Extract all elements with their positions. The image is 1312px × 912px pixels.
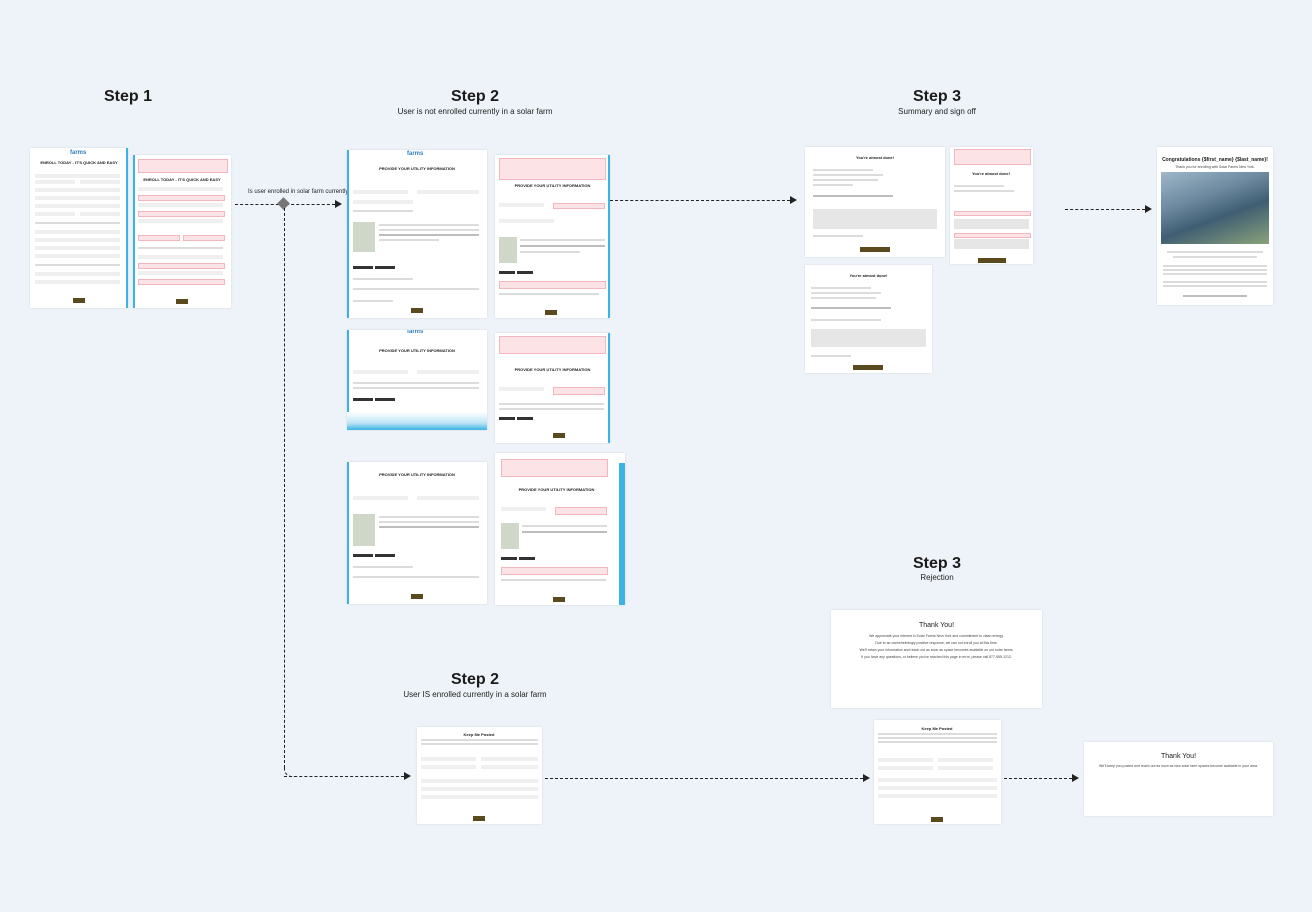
- enroll-form-card: farms ENROLL TODAY - IT'S QUICK AND EASY: [30, 148, 128, 308]
- next-button-2[interactable]: [176, 299, 188, 304]
- utility-title-4: PROVIDE YOUR UTILITY INFORMATION: [514, 367, 591, 372]
- rejection-line-3: We'll retain your information and reach …: [859, 648, 1014, 652]
- utility-card-3-error: PROVIDE YOUR UTILITY INFORMATION: [495, 453, 625, 605]
- utility-title-5: PROVIDE YOUR UTILITY INFORMATION: [379, 472, 455, 477]
- step3b-title: Step 3: [912, 555, 961, 572]
- complete-button-3[interactable]: [853, 365, 883, 370]
- submit-button-1[interactable]: [473, 816, 485, 821]
- next-button[interactable]: [73, 298, 85, 303]
- almost-done-card-2: You're almost done!: [805, 265, 932, 373]
- utility-title-1: PROVIDE YOUR UTILITY INFORMATION: [379, 166, 455, 171]
- keep-posted-title-1: Keep Me Posted: [463, 732, 495, 737]
- next-button-6[interactable]: [553, 433, 565, 438]
- rejection-line-1: We appreciate your interest in Solar Far…: [869, 634, 1004, 638]
- enroll-title-2: ENROLL TODAY - IT'S QUICK AND EASY: [143, 177, 221, 182]
- almost-done-title-3: You're almost done!: [849, 273, 888, 278]
- submit-button-2[interactable]: [931, 817, 943, 822]
- congrats-card: Congratulations {$first_name} {$last_nam…: [1157, 147, 1273, 305]
- utility-card-1: farms PROVIDE YOUR UTILITY INFORMATION: [347, 150, 487, 318]
- farms-logo-3: farms: [407, 330, 424, 335]
- keep-posted-title-2: Keep Me Posted: [921, 726, 953, 731]
- farms-logo: farms: [70, 150, 87, 156]
- next-button-7[interactable]: [411, 594, 423, 599]
- almost-done-title-1: You're almost done!: [856, 155, 894, 160]
- almost-done-title-2: You're almost done!: [972, 171, 1010, 176]
- thank-you-heading: Thank You!: [1160, 753, 1197, 760]
- rejection-heading: Thank You!: [918, 622, 955, 629]
- step3a-subtitle: Summary and sign off: [898, 107, 976, 116]
- rejection-line-4: If you have any questions, or believe yo…: [861, 655, 1012, 659]
- thank-you-line: We'll keep you posted and reach out as s…: [1099, 764, 1258, 768]
- congrats-subtitle: Thank you for enrolling with Solar Farms…: [1175, 165, 1255, 169]
- solar-photo: [1161, 172, 1269, 244]
- enroll-title: ENROLL TODAY - IT'S QUICK AND EASY: [40, 160, 118, 165]
- keep-posted-card-1: Keep Me Posted: [417, 727, 542, 824]
- utility-card-2-error: PROVIDE YOUR UTILITY INFORMATION: [495, 333, 610, 443]
- keep-posted-card-2: Keep Me Posted: [874, 720, 1001, 824]
- step2a-title: Step 2: [450, 88, 499, 105]
- next-button-8[interactable]: [553, 597, 565, 602]
- utility-title-3: PROVIDE YOUR UTILITY INFORMATION: [379, 348, 455, 353]
- almost-done-card-1: You're almost done!: [805, 147, 945, 257]
- utility-title-6: PROVIDE YOUR UTILITY INFORMATION: [518, 487, 595, 492]
- utility-card-3: PROVIDE YOUR UTILITY INFORMATION: [347, 462, 487, 604]
- utility-card-1-error: PROVIDE YOUR UTILITY INFORMATION: [495, 155, 610, 318]
- next-button-3[interactable]: [411, 308, 423, 313]
- thank-you-card: Thank You! We'll keep you posted and rea…: [1084, 742, 1273, 816]
- step2b-title: Step 2: [450, 671, 499, 688]
- step3a-title: Step 3: [912, 88, 961, 105]
- complete-button-2[interactable]: [978, 258, 1006, 263]
- rejection-card: Thank You! We appreciate your interest i…: [831, 610, 1042, 708]
- rejection-line-2: Due to an overwhelmingly positive respon…: [875, 641, 998, 645]
- next-button-4[interactable]: [545, 310, 557, 315]
- step2a-subtitle: User is not enrolled currently in a sola…: [397, 107, 553, 116]
- complete-button-1[interactable]: [860, 247, 890, 252]
- congrats-title: Congratulations {$first_name} {$last_nam…: [1162, 157, 1268, 163]
- step2b-subtitle: User IS enrolled currently in a solar fa…: [403, 690, 547, 699]
- utility-title-2: PROVIDE YOUR UTILITY INFORMATION: [514, 183, 591, 188]
- step3b-subtitle: Rejection: [920, 573, 954, 582]
- utility-card-2: farms PROVIDE YOUR UTILITY INFORMATION: [347, 330, 487, 430]
- enroll-form-error-card: ENROLL TODAY - IT'S QUICK AND EASY: [133, 155, 231, 308]
- step1-title: Step 1: [103, 88, 152, 105]
- decision-label: Is user enrolled in solar farm currently…: [248, 189, 352, 195]
- farms-logo-2: farms: [407, 151, 424, 157]
- almost-done-card-error: You're almost done!: [950, 147, 1033, 264]
